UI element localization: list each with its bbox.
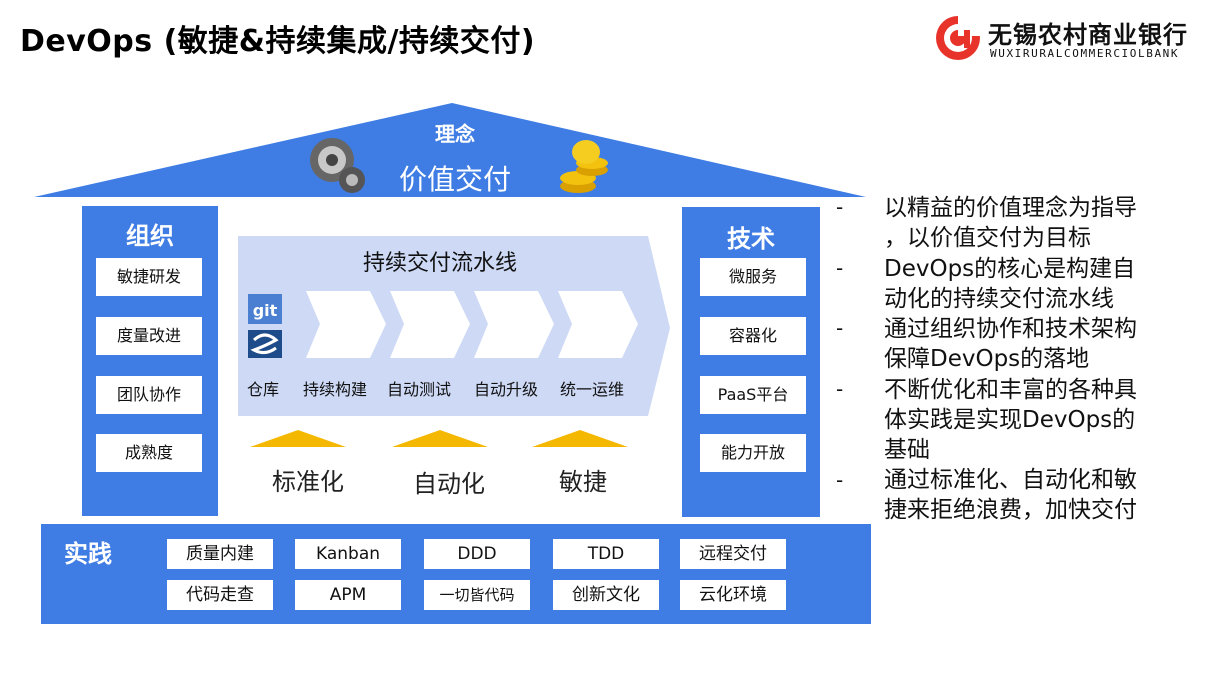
practice-item: 云化环境 [680, 580, 786, 610]
practice-item: Kanban [295, 539, 401, 569]
pipeline-chevron [558, 291, 638, 358]
practice-title: 实践 [64, 540, 112, 568]
org-item: 团队协作 [96, 376, 202, 414]
up-arrow [532, 430, 628, 447]
gears-icon [310, 138, 365, 193]
org-pillar: 组织 敏捷研发 度量改进 团队协作 成熟度 [82, 206, 218, 516]
org-pillar-title: 组织 [126, 222, 174, 250]
tech-pillar: 技术 微服务 容器化 PaaS平台 能力开放 [682, 207, 820, 517]
org-item: 成熟度 [96, 434, 202, 472]
principle-label: 敏捷 [559, 468, 607, 496]
bullet-dash: - [836, 468, 844, 492]
org-item: 度量改进 [96, 317, 202, 355]
tech-item: 能力开放 [700, 434, 806, 472]
bullet-text: 通过标准化、自动化和敏捷来拒绝浪费，加快交付 [884, 467, 1137, 523]
tech-item: PaaS平台 [700, 376, 806, 414]
pipeline-stage: 持续构建 [302, 380, 367, 399]
practice-item: APM [295, 580, 401, 610]
bullet-text: 不断优化和丰富的各种具体实践是实现DevOps的基础 [884, 377, 1137, 463]
pipeline-stage: 自动测试 [386, 380, 451, 399]
roof-value: 价值交付 [398, 163, 511, 196]
practice-item: TDD [553, 539, 659, 569]
pipeline-stage: 统一运维 [559, 380, 624, 399]
pipeline-stage: 自动升级 [473, 380, 538, 399]
pipeline-chevron [390, 291, 470, 358]
pipeline-chevron [474, 291, 554, 358]
bullet-text: DevOps的核心是构建自动化的持续交付流水线 [884, 256, 1136, 312]
tech-item: 容器化 [700, 317, 806, 355]
bullet-text: 通过组织协作和技术架构保障DevOps的落地 [884, 316, 1137, 372]
tech-item: 微服务 [700, 258, 806, 296]
practice-item: DDD [424, 539, 530, 569]
bullet-dash: - [836, 195, 844, 219]
bullet-dash: - [836, 256, 844, 280]
practice-item: 代码走查 [167, 580, 273, 610]
bullet-text: 以精益的价值理念为指导，以价值交付为目标 [884, 195, 1137, 251]
git-icon: git [248, 294, 282, 324]
subversion-icon [248, 330, 282, 358]
bank-logo-icon [936, 16, 980, 60]
bullet-dash: - [836, 316, 844, 340]
pipeline-stage: 仓库 [246, 380, 279, 399]
principle-label: 自动化 [413, 470, 485, 498]
practice-item: 远程交付 [680, 539, 786, 569]
gold-coins-icon [560, 140, 608, 193]
practice-item: 一切皆代码 [424, 580, 530, 610]
bullet-dash: - [836, 377, 844, 401]
principle-label: 标准化 [272, 468, 344, 496]
practice-item: 创新文化 [553, 580, 659, 610]
up-arrow [250, 430, 346, 447]
pipeline-title: 持续交付流水线 [362, 251, 517, 276]
bank-name-en: WUXIRURALCOMMERCIOLBANK [990, 47, 1180, 60]
svg-text:git: git [253, 301, 278, 320]
page-title: DevOps (敏捷&持续集成/持续交付) [20, 24, 536, 59]
bank-name: 无锡农村商业银行 [988, 21, 1188, 49]
up-arrow [392, 430, 488, 447]
tech-pillar-title: 技术 [727, 225, 775, 253]
roof-label: 理念 [435, 122, 475, 146]
practice-item: 质量内建 [167, 539, 273, 569]
org-item: 敏捷研发 [96, 258, 202, 296]
pipeline-chevron [306, 291, 386, 358]
